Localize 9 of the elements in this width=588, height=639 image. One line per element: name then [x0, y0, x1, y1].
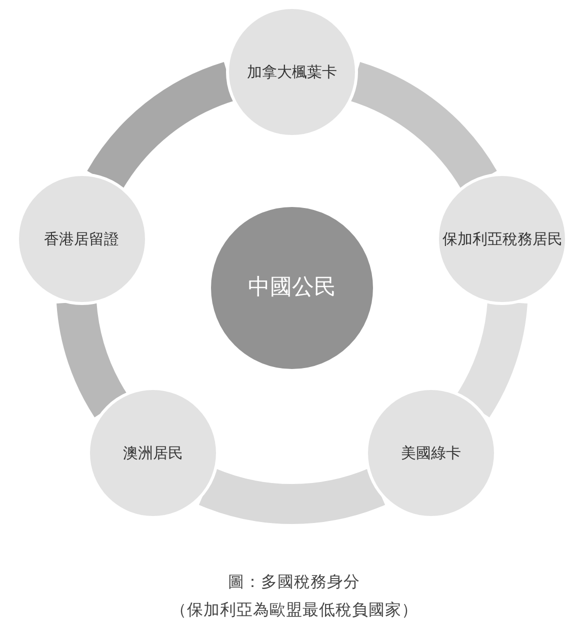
figure-caption: 圖：多國稅務身分: [228, 572, 360, 592]
ring-arc: [200, 468, 384, 524]
node-label: 美國綠卡: [400, 444, 461, 462]
node-label: 保加利亞稅務居民: [442, 230, 562, 248]
node-label: 中國公民: [248, 274, 336, 302]
node-label: 澳洲居民: [123, 444, 184, 462]
node-label: 加拿大楓葉卡: [247, 63, 337, 81]
node-label: 香港居留證: [44, 230, 120, 248]
caption-note: （保加利亞為歐盟最低稅負國家）: [170, 600, 418, 620]
